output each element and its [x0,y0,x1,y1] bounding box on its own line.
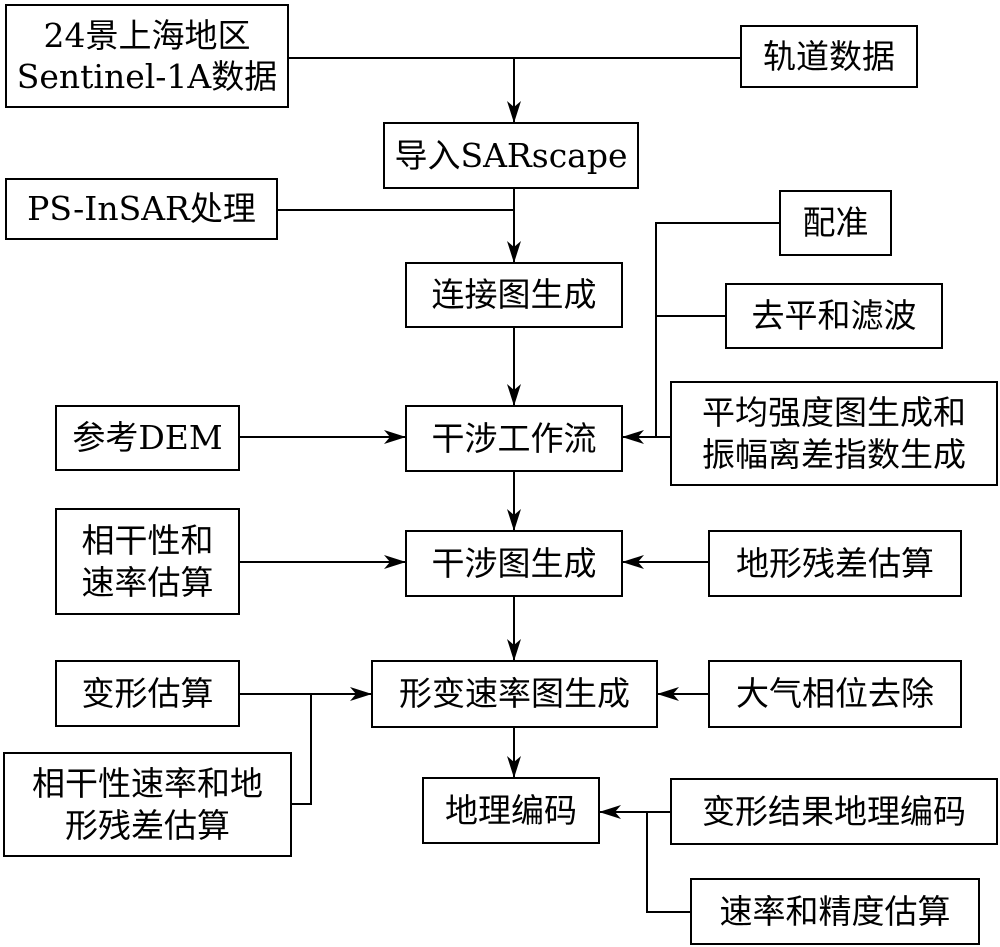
node-interferometric-workflow: 干涉工作流 [405,405,623,472]
node-coherence-velocity: 相干性和 速率估算 [55,508,240,615]
node-coherence-velocity-topo-line-1: 相干性速率和地 [32,764,263,804]
connector-precision [646,812,690,913]
node-mean-intensity-line-2: 振幅离差指数生成 [702,434,966,474]
node-ps-insar-label: PS-InSAR处理 [27,189,256,229]
node-deformation-velocity-map-label: 形变速率图生成 [399,674,630,714]
node-velocity-precision: 速率和精度估算 [690,878,980,945]
node-input-data: 24景上海地区 Sentinel-1A数据 [5,4,289,108]
node-interferometric-workflow-label: 干涉工作流 [431,418,597,458]
node-orbit-data: 轨道数据 [740,25,918,88]
node-coherence-velocity-line-2: 速率估算 [81,562,214,602]
node-orbit-data-label: 轨道数据 [763,36,895,76]
node-reference-dem: 参考DEM [55,405,240,471]
node-atmospheric-removal-label: 大气相位去除 [736,674,934,714]
node-deformation-geocoding-label: 变形结果地理编码 [702,791,966,831]
node-coherence-velocity-topo-line-2: 形残差估算 [65,805,230,845]
node-velocity-precision-label: 速率和精度估算 [719,891,951,931]
node-mean-intensity-line-1: 平均强度图生成和 [702,393,966,433]
node-reference-dem-label: 参考DEM [72,418,223,458]
node-geocoding-label: 地理编码 [445,790,577,830]
node-coregistration: 配准 [779,190,892,256]
node-coherence-velocity-line-1: 相干性和 [81,521,214,561]
node-import-sarscape: 导入SARscape [383,122,639,189]
node-import-sarscape-label: 导入SARscape [394,135,628,175]
node-connection-graph: 连接图生成 [405,262,623,328]
node-topo-residual-label: 地形残差估算 [736,543,934,583]
node-coherence-velocity-topo: 相干性速率和地 形残差估算 [3,752,292,857]
node-geocoding: 地理编码 [422,777,600,844]
node-ps-insar: PS-InSAR处理 [5,178,278,240]
node-interferogram-generation-label: 干涉图生成 [431,543,597,583]
connector-right-bracket-top [655,222,779,437]
node-deformation-estimation: 变形估算 [55,660,240,727]
node-interferogram-generation: 干涉图生成 [405,530,623,597]
node-flattening-filtering-label: 去平和滤波 [751,296,917,336]
node-connection-graph-label: 连接图生成 [431,275,597,315]
node-deformation-estimation-label: 变形估算 [81,673,214,713]
node-deformation-velocity-map: 形变速率图生成 [371,660,658,728]
node-topo-residual: 地形残差估算 [708,530,962,597]
node-mean-intensity: 平均强度图生成和 振幅离差指数生成 [670,381,998,486]
node-atmospheric-removal: 大气相位去除 [708,660,962,728]
node-deformation-geocoding: 变形结果地理编码 [670,778,998,845]
node-flattening-filtering: 去平和滤波 [725,283,943,349]
node-coregistration-label: 配准 [802,203,869,243]
node-input-data-line-1: 24景上海地区 [43,15,251,55]
connector-left-bracket [292,694,312,805]
node-input-data-line-2: Sentinel-1A数据 [16,57,278,96]
